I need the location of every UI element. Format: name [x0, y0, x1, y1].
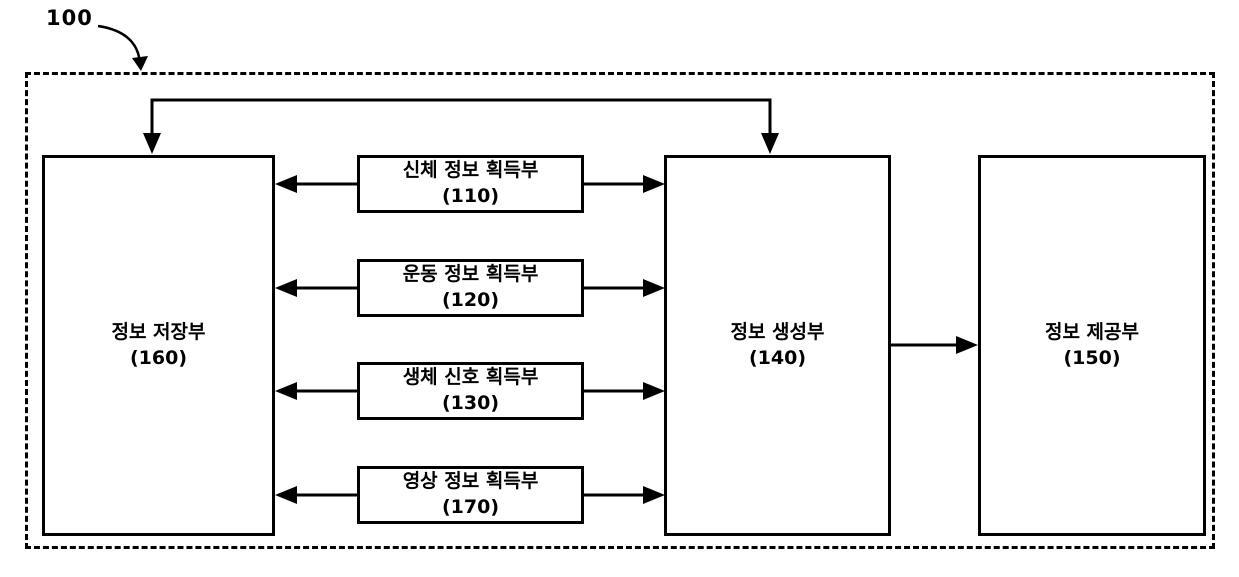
box-exercise-info-acquisition-unit: 운동 정보 획득부 (120) — [357, 259, 584, 317]
box-title: 생체 신호 획득부 — [402, 366, 539, 389]
figure-reference-number: 100 — [46, 6, 93, 30]
box-title: 정보 저장부 — [111, 320, 206, 343]
box-ref-number: (170) — [441, 496, 500, 518]
system-boundary-dashed-box — [25, 72, 1215, 549]
box-bio-signal-acquisition-unit: 생체 신호 획득부 (130) — [357, 362, 584, 420]
box-body-info-acquisition-unit: 신체 정보 획득부 (110) — [357, 155, 584, 213]
box-image-info-acquisition-unit: 영상 정보 획득부 (170) — [357, 466, 584, 524]
reference-leader-arrow — [97, 24, 148, 71]
box-title: 정보 제공부 — [1044, 320, 1139, 343]
box-ref-number: (150) — [1063, 346, 1121, 369]
box-info-provision-unit: 정보 제공부 (150) — [978, 155, 1206, 536]
box-title: 정보 생성부 — [730, 320, 825, 343]
box-ref-number: (160) — [129, 346, 188, 369]
box-ref-number: (110) — [441, 185, 500, 207]
box-ref-number: (120) — [441, 289, 500, 311]
box-ref-number: (140) — [748, 346, 807, 369]
box-title: 운동 정보 획득부 — [402, 263, 539, 286]
box-ref-number: (130) — [441, 392, 500, 414]
box-info-generation-unit: 정보 생성부 (140) — [664, 155, 891, 536]
box-title: 영상 정보 획득부 — [402, 470, 539, 493]
box-title: 신체 정보 획득부 — [402, 159, 539, 182]
box-info-storage-unit: 정보 저장부 (160) — [42, 155, 275, 536]
